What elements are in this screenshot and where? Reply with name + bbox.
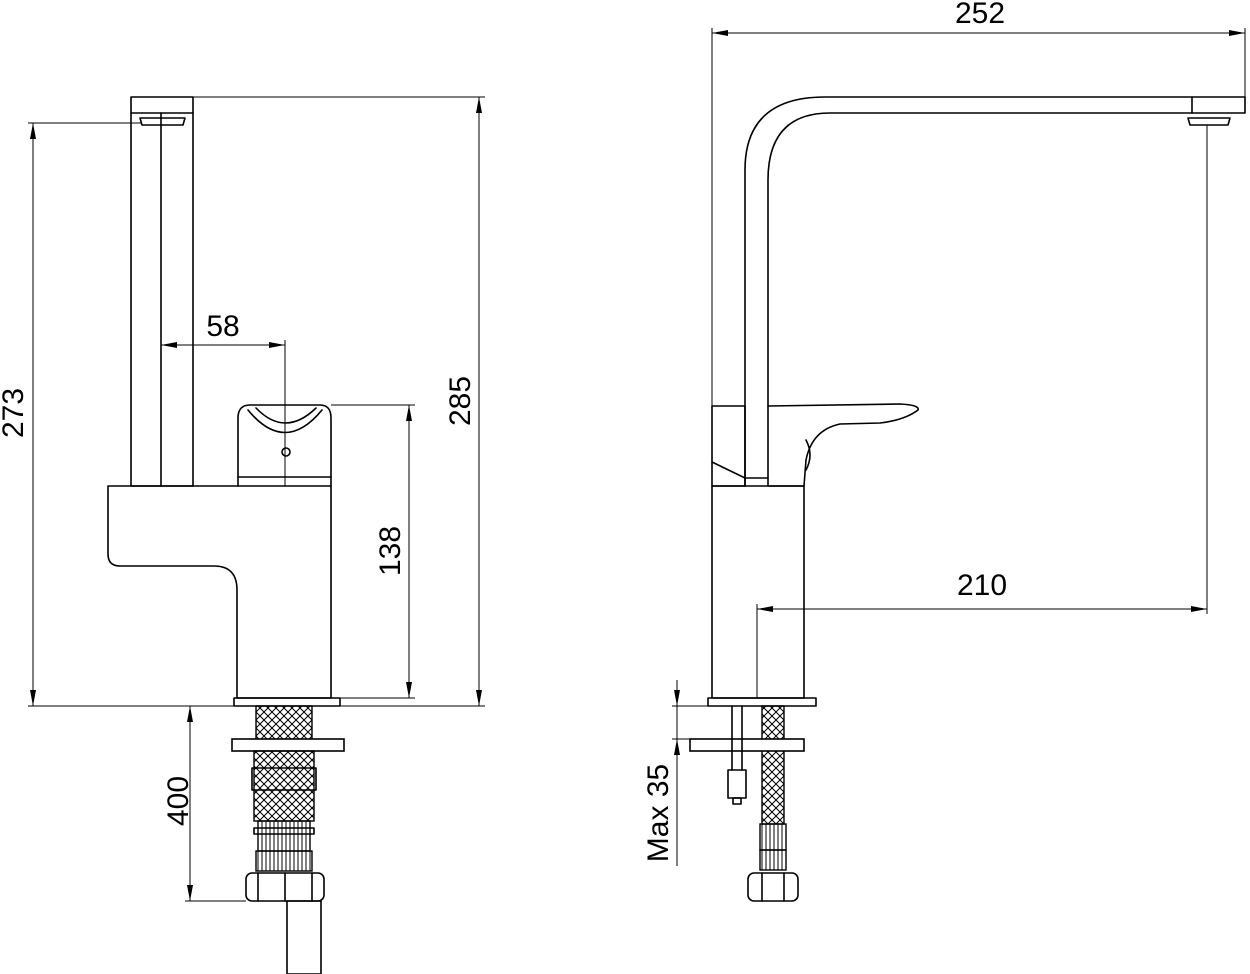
side-lever — [711, 403, 919, 487]
side-mounting-kit — [689, 705, 805, 902]
dimension-252-label: 252 — [955, 0, 1005, 30]
dimension-252: 252 — [711, 0, 1246, 406]
front-base-plate — [233, 697, 341, 707]
front-mounting-kit — [231, 705, 345, 974]
front-view — [28, 96, 485, 974]
dimension-138-label: 138 — [374, 526, 407, 576]
dimension-400: 400 — [162, 706, 246, 902]
dimension-58: 58 — [160, 310, 286, 486]
front-spout — [130, 96, 194, 487]
front-body — [107, 485, 332, 699]
dimension-max-35-label: Max 35 — [642, 764, 675, 862]
dimension-285-label: 285 — [444, 376, 477, 426]
dimension-400-label: 400 — [162, 776, 195, 826]
dimension-285: 285 — [193, 96, 485, 706]
side-view — [689, 96, 1246, 902]
dimension-210-label: 210 — [957, 569, 1007, 602]
dimension-273: 273 — [0, 122, 142, 706]
side-body — [711, 485, 805, 699]
dimension-273-label: 273 — [0, 388, 30, 438]
side-spout — [744, 96, 1246, 487]
side-base-plate — [707, 697, 817, 707]
dimension-138: 138 — [331, 404, 415, 699]
dimension-210: 210 — [756, 125, 1208, 698]
dimension-max-35: Max 35 — [642, 680, 708, 866]
dimension-58-label: 58 — [206, 310, 239, 343]
